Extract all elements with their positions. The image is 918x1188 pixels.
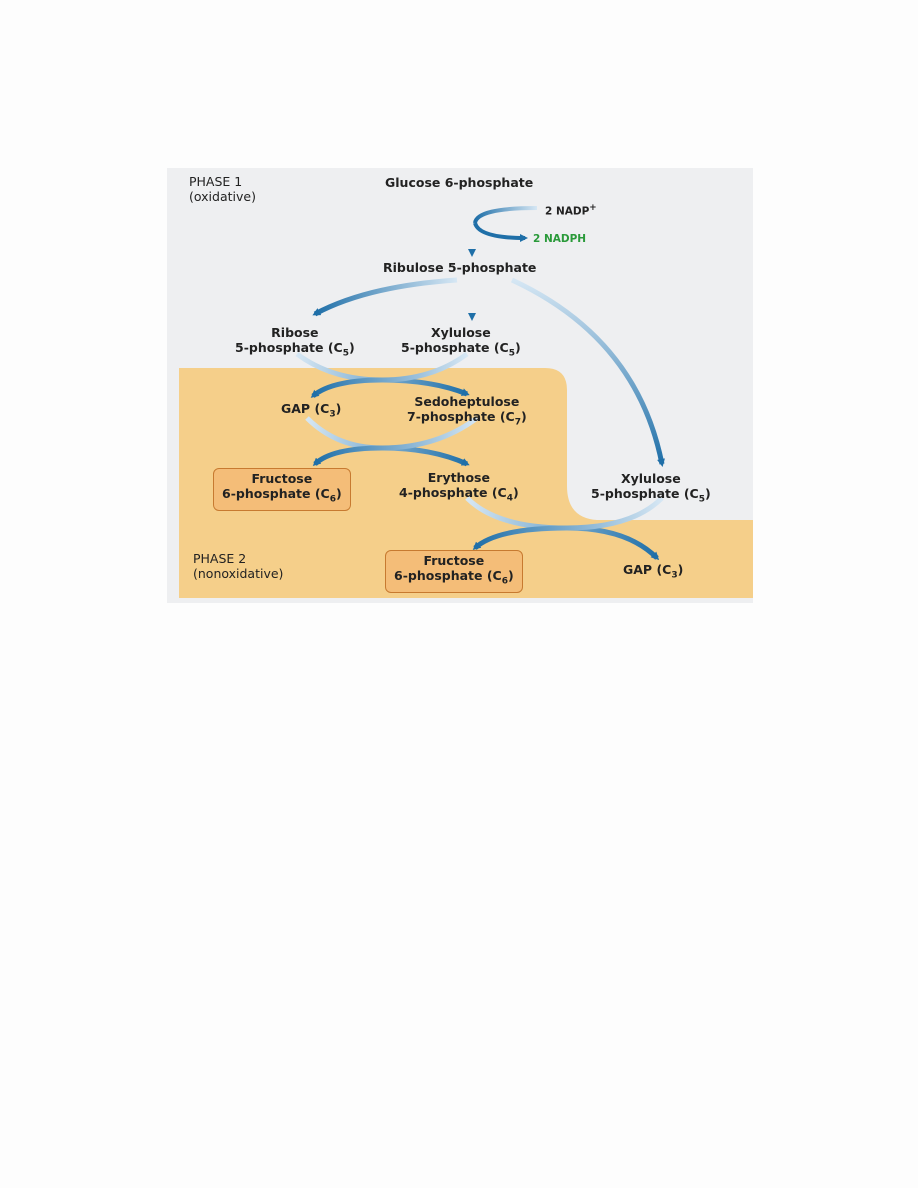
pathway-arrows-layer <box>179 192 753 598</box>
arrow-nadph-out <box>473 222 528 242</box>
glucose-6-phosphate-label: Glucose 6-phosphate <box>385 175 534 190</box>
arrow-to-fructose-b <box>472 496 664 551</box>
fructose-6-phosphate-product-box: Fructose 6-phosphate (C6) <box>213 468 351 511</box>
phase2-label: PHASE 2 (nonoxidative) <box>193 551 284 581</box>
phase1-label: PHASE 1 (oxidative) <box>189 174 256 204</box>
nadp-label: 2 NADP+ <box>545 201 597 220</box>
ribulose-5-phosphate-label: Ribulose 5-phosphate <box>383 260 537 275</box>
gap-label-2: GAP (C3) <box>623 562 684 581</box>
arrow-to-fructose-a <box>312 415 479 467</box>
xylulose-5-phosphate-label: Xylulose 5-phosphate (C5) <box>401 325 521 359</box>
arrow-ribulose-to-xylulose-right <box>510 277 665 467</box>
erythrose-4-phosphate-label: Erythose 4-phosphate (C4) <box>399 470 519 504</box>
phase2-region <box>179 368 753 598</box>
sedoheptulose-7-phosphate-label: Sedoheptulose 7-phosphate (C7) <box>407 394 527 428</box>
ribose-5-phosphate-label: Ribose 5-phosphate (C5) <box>235 325 355 359</box>
fructose-6-phosphate-product-box-2: Fructose 6-phosphate (C6) <box>385 550 523 593</box>
xylulose-5-phosphate-right-label: Xylulose 5-phosphate (C5) <box>591 471 711 505</box>
nadph-label: 2 NADPH <box>533 233 587 245</box>
arrow-nadp-in <box>473 206 538 224</box>
pentose-phosphate-pathway-figure: PHASE 1 (oxidative) Glucose 6-phosphate … <box>167 168 753 603</box>
nadp-charge: + <box>589 203 597 213</box>
arrow-ribulose-to-ribose <box>312 277 458 317</box>
nadp-text: 2 NADP <box>545 205 590 218</box>
gap-label: GAP (C3) <box>281 401 342 420</box>
arrow-to-gap <box>310 351 469 398</box>
